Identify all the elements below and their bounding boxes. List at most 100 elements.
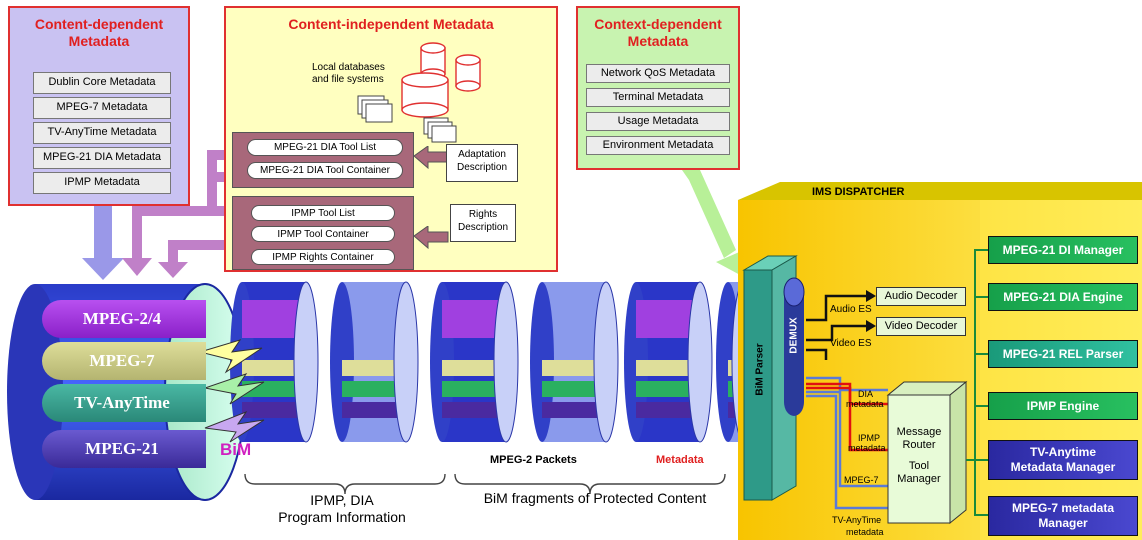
video-decoder: Video Decoder [876, 317, 966, 336]
rights-label-2: Description [457, 222, 509, 233]
environment-item: Environment Metadata [586, 136, 730, 155]
dia-metadata-label-2: metadata [846, 399, 884, 409]
packet-band [542, 381, 606, 397]
stream-tv-anytime [42, 384, 206, 422]
tva-metadata-label-2: metadata [846, 527, 884, 537]
stream-label-tv-anytime: TV-AnyTime [74, 393, 170, 412]
ipmp-dia-label-1: IPMP, DIA [310, 492, 374, 508]
decoder-lines [806, 294, 870, 360]
ipmp-tool-list: IPMP Tool List [251, 205, 395, 221]
bim-label: BiM [220, 440, 252, 459]
manager-lines [966, 249, 988, 516]
packet-row [230, 281, 757, 443]
brace-ipmp [244, 473, 446, 495]
ipmp-dia-label-2: Program Information [278, 509, 406, 525]
packet-band [636, 402, 700, 418]
stream-mpeg21 [42, 430, 206, 468]
demux-cylinder [783, 277, 805, 416]
metadata-lines [806, 376, 888, 510]
dia-tool-container: MPEG-21 DIA Tool List MPEG-21 DIA Tool C… [232, 132, 414, 188]
packet-front [293, 281, 319, 443]
packet-front [493, 281, 519, 443]
ims-dispatcher-title: IMS DISPATCHER [812, 186, 905, 198]
video-es-label: Video ES [830, 338, 872, 349]
ipmp-engine: IPMP Engine [988, 392, 1138, 420]
stream-mpeg2-4 [42, 300, 206, 338]
router-label-2: Router [902, 439, 936, 451]
packet-front [393, 281, 419, 443]
tv-anytime-item: TV-AnyTime Metadata [33, 122, 171, 144]
terminal-item: Terminal Metadata [586, 88, 730, 107]
ipmp-tool-container: IPMP Tool List IPMP Tool Container IPMP … [232, 196, 414, 270]
usage-item: Usage Metadata [586, 112, 730, 131]
mpeg7-metadata-manager: MPEG-7 metadata Manager [988, 496, 1138, 536]
rights-label-1: Rights [468, 209, 498, 220]
context-dependent-title-1: Context-dependent [594, 16, 722, 32]
packet-band [636, 381, 700, 397]
ipmp-rights-container: IPMP Rights Container [251, 249, 395, 265]
packet-front [593, 281, 619, 443]
audio-decoder: Audio Decoder [876, 287, 966, 306]
database-icon [357, 42, 481, 123]
adaptation-label-1: Adaptation [458, 149, 506, 160]
metadata-label: Metadata [656, 454, 704, 466]
arrowhead-audio [866, 290, 876, 302]
stream-label-mpeg2-4: MPEG-2/4 [82, 309, 162, 328]
mpeg7-manager-label-1: MPEG-7 metadata [1011, 501, 1115, 515]
content-dependent-title-2: Metadata [68, 33, 130, 49]
packet-band [342, 402, 406, 418]
content-independent-title: Content-independent Metadata [288, 16, 494, 32]
bim-parser-label: BiM Parser [754, 343, 766, 396]
mpeg21-di-manager-label: MPEG-21 DI Manager [1002, 243, 1124, 257]
ipmp-metadata-item: IPMP Metadata [33, 172, 171, 194]
mpeg21-dia-item: MPEG-21 DIA Metadata [33, 147, 171, 169]
mpeg21-di-manager: MPEG-21 DI Manager [988, 236, 1138, 264]
stream-mpeg7 [42, 342, 206, 380]
packet-band [342, 381, 406, 397]
down-arrow-lavender [82, 198, 124, 280]
packet-band [242, 360, 306, 376]
mpeg7-metadata-item: MPEG-7 Metadata [33, 97, 171, 119]
router-label-3: Tool [908, 460, 930, 472]
router-label-1: Message [896, 426, 942, 438]
tva-manager-label-1: TV-Anytime [1029, 445, 1096, 459]
dia-metadata-label-1: DIA [858, 389, 874, 399]
mpeg21-rel-parser-label: MPEG-21 REL Parser [1002, 347, 1124, 361]
stream-label-mpeg7: MPEG-7 [89, 351, 155, 370]
router-label-4: Manager [897, 473, 941, 485]
mpeg21-dia-engine: MPEG-21 DIA Engine [988, 283, 1138, 311]
arrowhead-video [866, 320, 876, 332]
lightning-bolts [198, 339, 265, 443]
packet-band [542, 402, 606, 418]
packet-band [442, 381, 506, 397]
db-label-2: and file systems [312, 74, 384, 85]
mpeg7-route-label: MPEG-7 [844, 475, 879, 485]
dia-tool-list: MPEG-21 DIA Tool List [247, 139, 403, 156]
packet-band [242, 402, 306, 418]
tv-anytime-metadata-manager: TV-Anytime Metadata Manager [988, 440, 1138, 480]
ipmp-dia-label: IPMP, DIA Program Information [262, 492, 422, 526]
stream-label-mpeg21: MPEG-21 [85, 439, 159, 458]
ipmp-metadata-label-1: IPMP [858, 433, 881, 443]
context-dependent-title-2: Metadata [627, 33, 689, 49]
brace-bim [454, 473, 726, 495]
left-arrow-rights [414, 226, 449, 250]
rights-description: Rights Description [450, 204, 516, 242]
mauve-connector-arrows [122, 150, 233, 278]
context-arrow [682, 170, 744, 276]
packet-band [442, 360, 506, 376]
network-qos-item: Network QoS Metadata [586, 64, 730, 83]
packet-band [542, 360, 606, 376]
mpeg21-rel-parser: MPEG-21 REL Parser [988, 340, 1138, 368]
packet-band [636, 360, 700, 376]
context-dependent-panel: Context-dependent Metadata Network QoS M… [576, 6, 740, 170]
db-label-1: Local databases [312, 62, 385, 73]
content-dependent-title-1: Content-dependent [34, 16, 164, 32]
mpeg2-packets-label: MPEG-2 Packets [490, 454, 577, 466]
bim-fragments-label: BiM fragments of Protected Content [483, 490, 707, 506]
adaptation-label-2: Description [456, 162, 508, 173]
mpeg21-dia-engine-label: MPEG-21 DIA Engine [1003, 290, 1123, 304]
adaptation-description: Adaptation Description [446, 144, 518, 182]
audio-es-label: Audio ES [830, 304, 872, 315]
dia-tool-container-label: MPEG-21 DIA Tool Container [247, 162, 403, 179]
